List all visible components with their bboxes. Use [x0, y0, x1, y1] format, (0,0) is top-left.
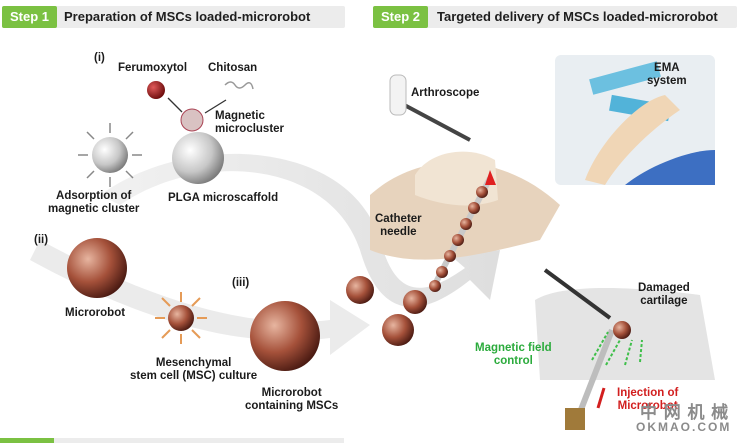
- injection-arrow: [596, 387, 606, 409]
- target-arrow: [485, 170, 496, 185]
- watermark-en: OKMAO.COM: [636, 420, 732, 434]
- label-adsorption: Adsorption of magnetic cluster: [48, 190, 140, 215]
- label-arthroscope: Arthroscope: [411, 87, 480, 99]
- catheter-beads: [429, 186, 488, 292]
- msc-culture: [155, 292, 207, 344]
- step2-title: Targeted delivery of MSCs loaded-microro…: [437, 9, 718, 24]
- label-chitosan: Chitosan: [208, 62, 258, 74]
- label-microrobot-msc: Microrobot containing MSCs: [245, 387, 339, 412]
- label-ema: EMA system: [647, 62, 687, 87]
- label-plga: PLGA microscaffold: [168, 192, 279, 204]
- label-catheter: Catheter needle: [375, 213, 422, 238]
- label-iii: (iii): [232, 277, 250, 289]
- watermark-cn: 中 网 机 械: [640, 403, 730, 422]
- delivered-microrobot: [613, 321, 631, 339]
- step1-title: Preparation of MSCs loaded-microrobot: [64, 9, 311, 24]
- plga-scaffold: [172, 132, 224, 184]
- adsorption-particle: [78, 123, 142, 187]
- step2-header: Step 2 Targeted delivery of MSCs loaded-…: [373, 6, 737, 28]
- label-magnetic-microcluster: Magnetic microcluster: [215, 110, 285, 135]
- label-ferumoxytol: Ferumoxytol: [118, 62, 188, 74]
- label-msc-culture: Mesenchymal stem cell (MSC) culture: [130, 357, 258, 382]
- label-magnetic-field: Magnetic field control: [475, 342, 552, 367]
- microcluster: [180, 108, 204, 132]
- magnetic-field-arrows: [591, 331, 643, 366]
- arthroscope-tip: [543, 268, 612, 320]
- label-microrobot: Microrobot: [65, 307, 126, 319]
- label-i: (i): [94, 52, 105, 64]
- label-damaged: Damaged cartilage: [638, 282, 690, 307]
- step1-header: Step 1 Preparation of MSCs loaded-micror…: [2, 6, 345, 28]
- arthroscope-body: [394, 98, 471, 142]
- label-ii: (ii): [34, 234, 49, 246]
- knee-joint: [415, 151, 498, 206]
- label-injection: Injection of Microrobot: [617, 387, 679, 412]
- ferumoxytol-particle: [147, 81, 165, 99]
- microrobot-with-msc: [250, 301, 320, 371]
- microrobot: [67, 238, 127, 298]
- step1-badge: Step 1: [2, 6, 58, 28]
- step2-badge: Step 2: [373, 6, 429, 28]
- chitosan-molecule: [224, 81, 254, 90]
- syringe-hub: [565, 408, 585, 430]
- process-arrow: [100, 153, 500, 308]
